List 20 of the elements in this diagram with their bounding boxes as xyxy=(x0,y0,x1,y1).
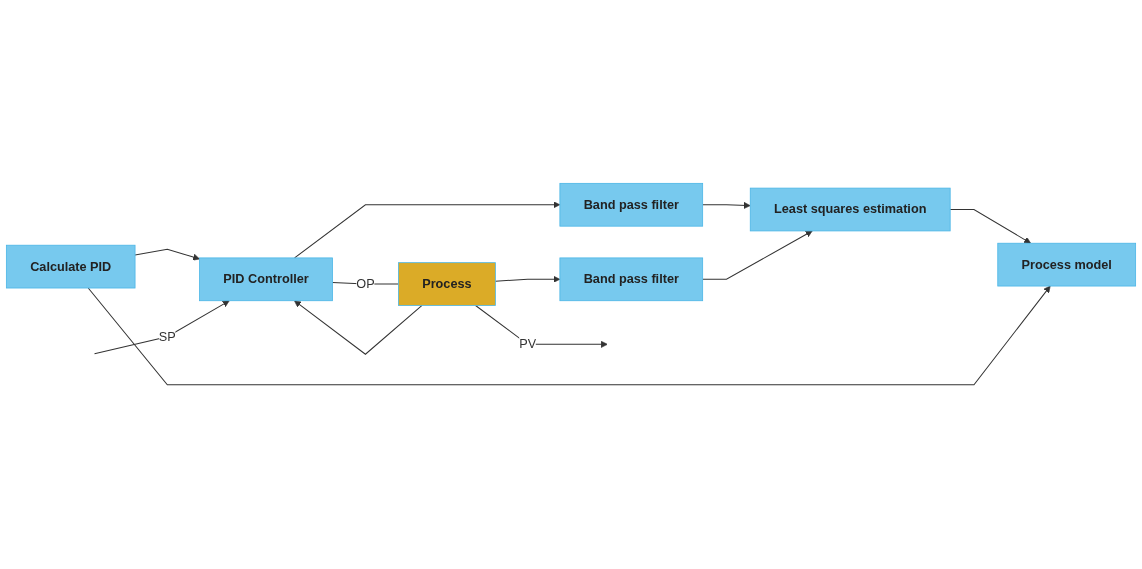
edge-label: SP xyxy=(158,330,176,344)
node-box: Process model xyxy=(997,243,1137,287)
node-box: Band pass filter xyxy=(559,183,704,227)
arrow xyxy=(702,231,813,281)
edge-label: PV xyxy=(519,337,537,352)
arrow xyxy=(475,305,608,349)
arrow xyxy=(702,202,751,210)
arrow xyxy=(949,209,1031,244)
arrow xyxy=(494,276,561,284)
arrow xyxy=(294,201,561,259)
arrow xyxy=(134,249,200,261)
node-box: Calculate PID xyxy=(5,245,136,289)
arrow xyxy=(94,300,230,355)
node-box: Process xyxy=(398,262,496,307)
edge-label: OP xyxy=(356,277,375,291)
arrow xyxy=(294,300,423,356)
node-box: Least squares estimation xyxy=(749,188,951,232)
node-box: PID Controller xyxy=(199,257,333,302)
node-box: Band pass filter xyxy=(559,257,704,302)
arrow xyxy=(87,286,1051,386)
